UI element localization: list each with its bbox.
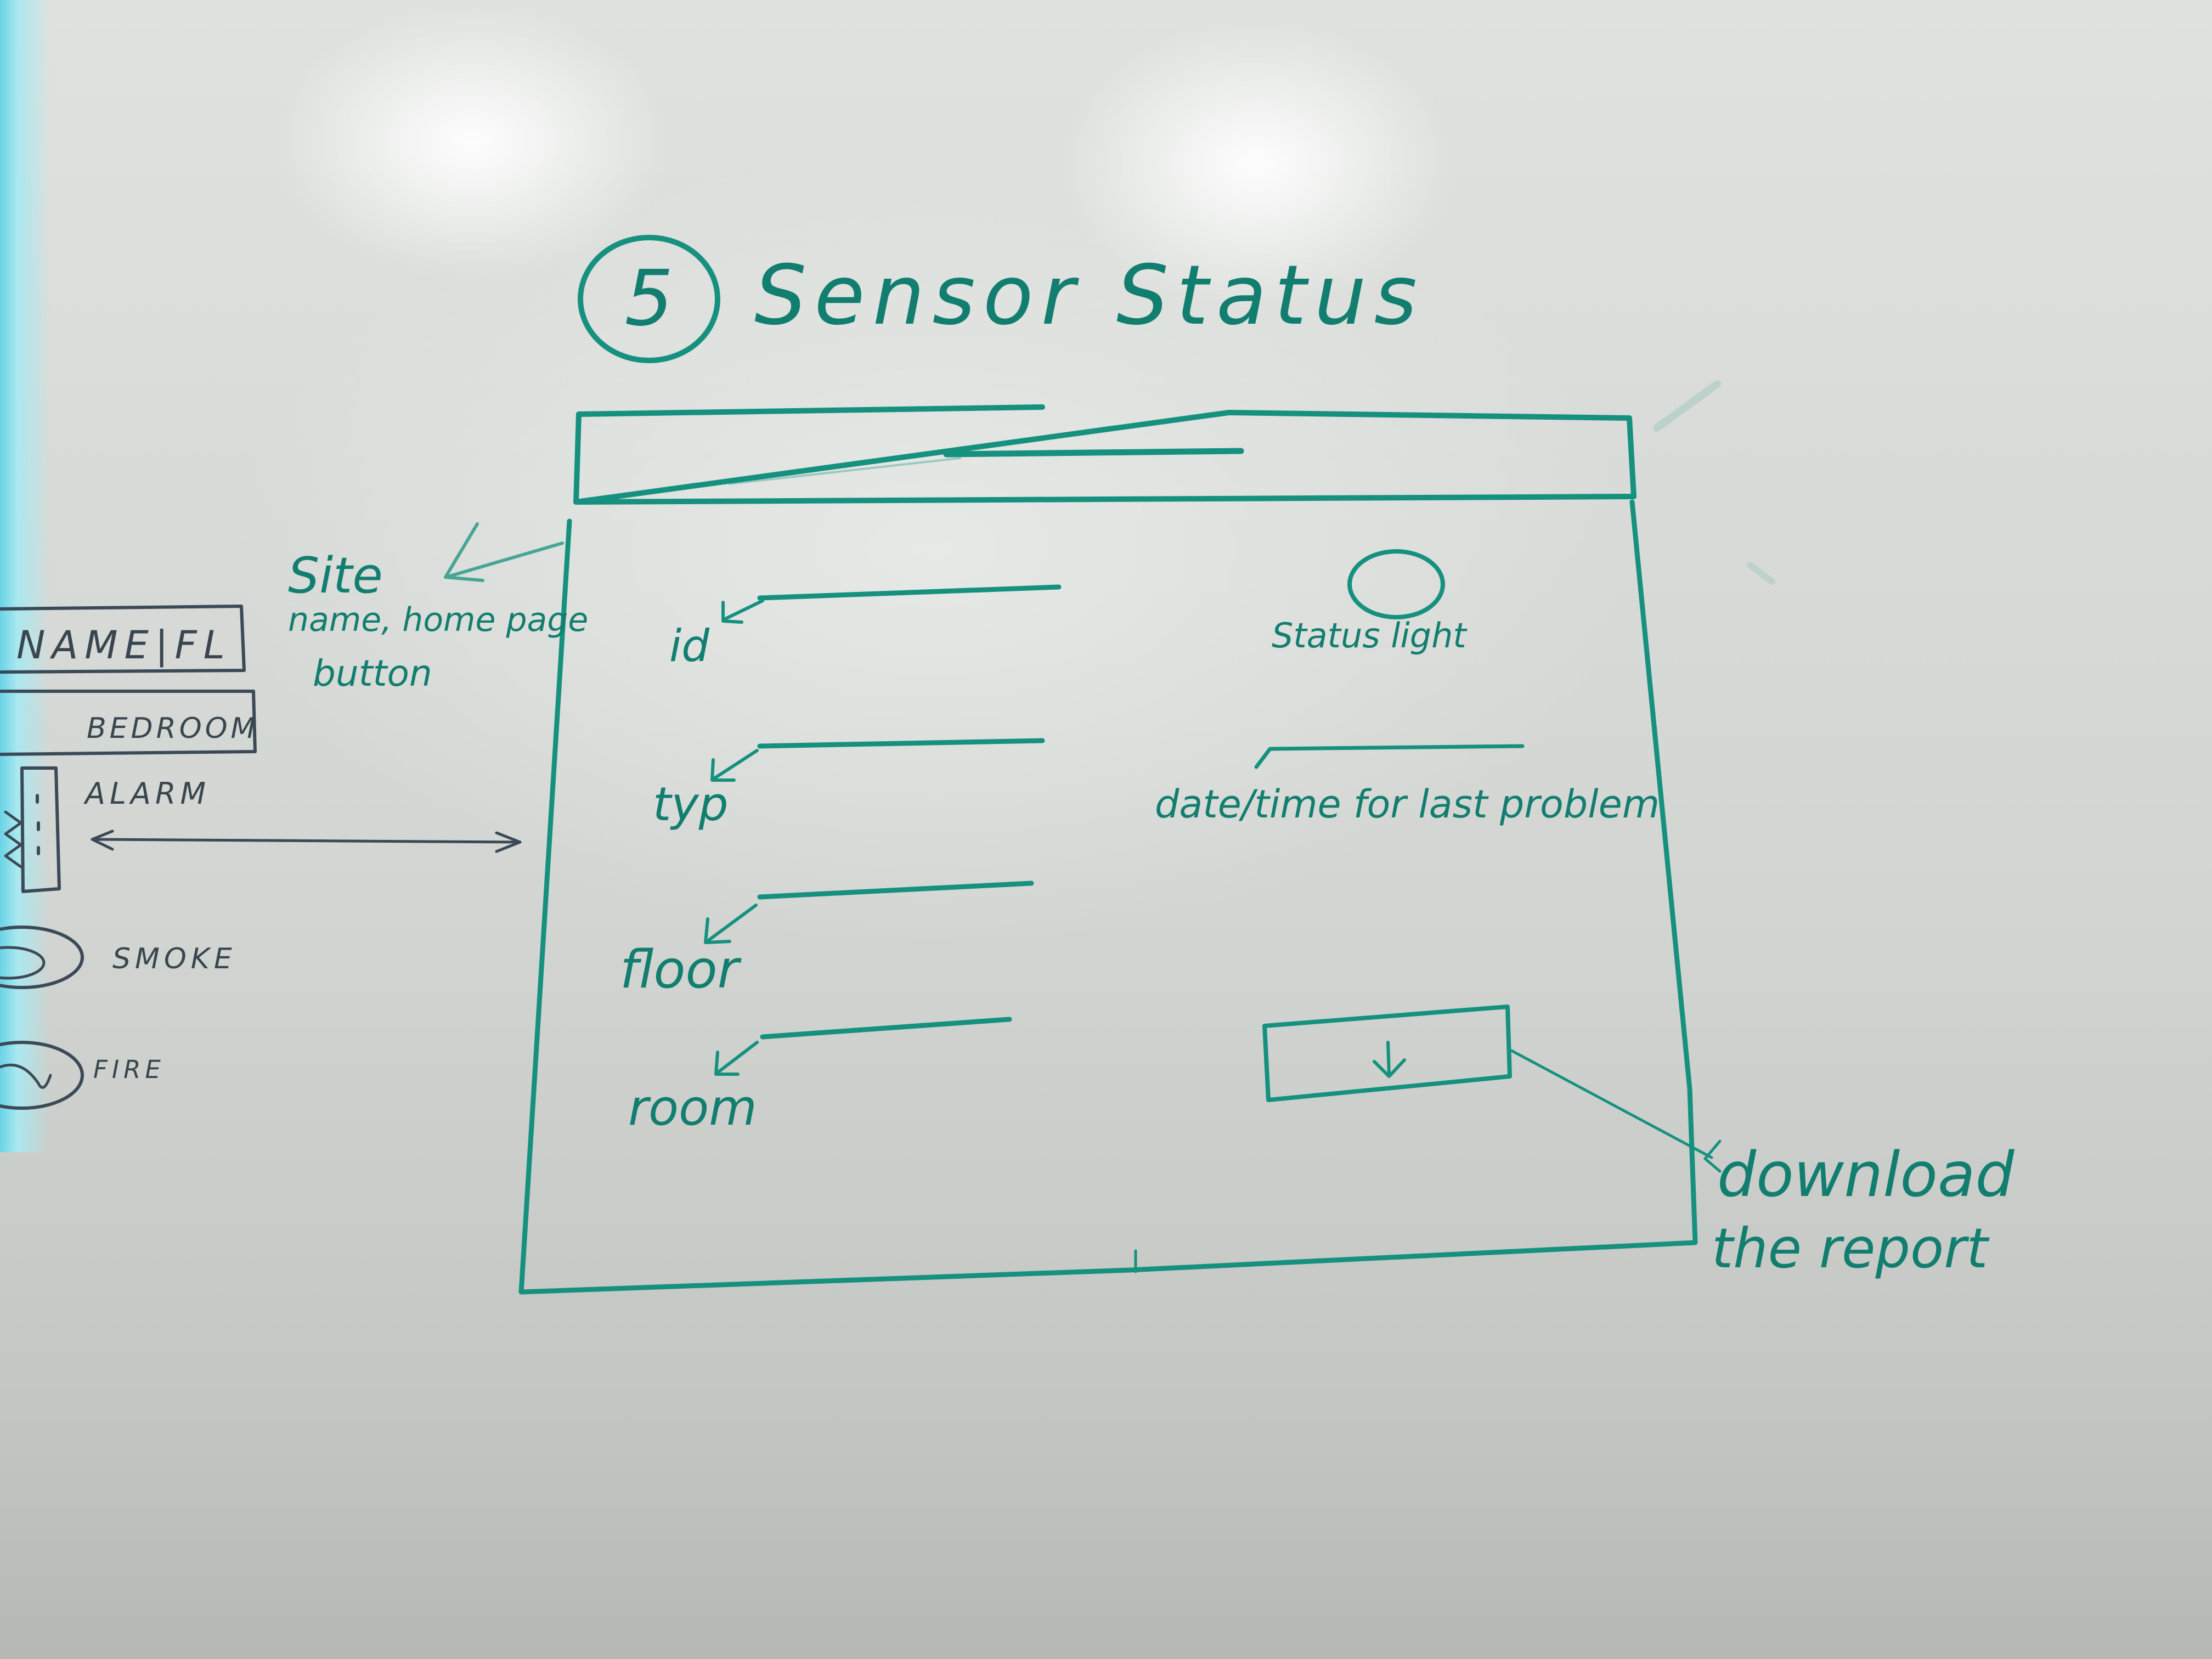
last-problem-group: date/time for last problem [1155,744,1660,827]
page-outline [518,499,1698,1295]
field-room-label: room [628,1079,757,1137]
header-bar-left-edge [573,411,582,505]
download-annotation-line-1: download [1717,1139,2015,1211]
field-id-line [757,584,1062,601]
legend-smoke-label: SMOKE [112,943,236,975]
status-light-group: Status light [1272,549,1468,656]
header-bar [573,404,1637,505]
field-room-line [760,1017,1012,1040]
header-annotation-line-1: Site [288,547,383,605]
smudge-mark [1747,562,1775,585]
download-button [1262,1005,1512,1102]
legend-double-arrow [91,830,522,853]
field-floor-line [757,881,1034,900]
smoke-detector-icon [0,926,84,989]
window-light-glow [0,0,49,1152]
title-text: Sensor Status [754,248,1425,343]
field-type-arrow [710,749,759,782]
download-annotation-connector [1510,1049,1722,1173]
header-annotation-line-2: name, home page [288,601,588,639]
legend-room-box [0,690,257,756]
last-problem-label: date/time for last problem [1155,782,1660,827]
field-room-arrow [714,1041,759,1076]
smoke-detector-icon-inner [0,946,46,980]
download-arrow-icon [1373,1041,1406,1078]
alarm-icon-dots [36,794,40,855]
header-annotation-line-3: button [313,652,432,695]
field-id-label: id [669,620,710,672]
status-light-label: Status light [1272,616,1468,656]
alarm-icon-grill [4,810,22,868]
status-light [1347,549,1445,619]
field-floor: floor [620,881,1034,1000]
fire-detector-icon-mark [0,1063,52,1089]
field-floor-label: floor [620,940,742,1000]
field-id: id [669,584,1062,672]
field-floor-arrow [704,904,758,944]
header-faint-line [729,457,961,485]
legend-alarm-label: ALARM [83,776,210,811]
field-type-line [757,738,1045,749]
legend-name-label: NAME|FL [16,623,232,668]
field-type: typ [653,738,1045,832]
last-problem-line [1254,744,1525,769]
title-number-circle [578,235,720,363]
legend-name-box [0,605,246,674]
alarm-icon [20,766,61,893]
wireframe-frame [518,404,1698,1295]
legend: NAME|FL BEDROOM ALARM SMOKE FIRE [0,605,522,1110]
header-title-line [943,448,1244,458]
legend-fire-label: FIRE [93,1055,165,1084]
fire-detector-icon [0,1041,84,1110]
legend-room-label: BEDROOM [87,712,258,745]
download-group: download the report [1262,1005,2015,1280]
smudge-mark [1653,380,1721,432]
title-number: 5 [624,254,673,343]
download-annotation-line-2: the report [1712,1216,1990,1280]
field-type-label: typ [653,777,729,832]
field-id-arrow [721,599,764,624]
header-annotation: Site name, home page button [288,522,588,695]
field-room: room [628,1017,1012,1137]
title-group: 5 Sensor Status [578,235,1425,363]
header-annotation-arrow [444,522,564,582]
